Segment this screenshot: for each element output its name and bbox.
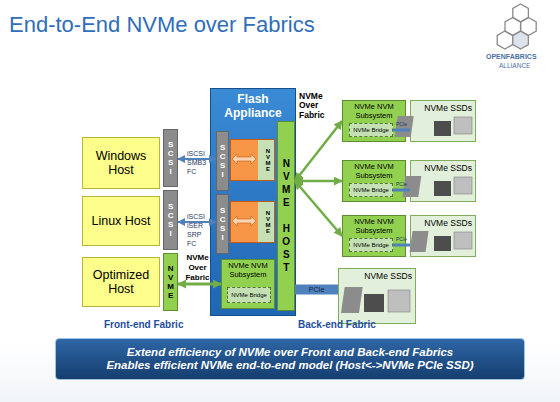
nvme-host-bar: NVME HOST bbox=[277, 121, 295, 311]
node-label: NVMe Bridge bbox=[353, 242, 389, 249]
node-label: NVMe Bridge bbox=[231, 292, 267, 299]
node-label: NVMe SSDs bbox=[364, 272, 412, 282]
nvme-bar: NVME bbox=[163, 253, 178, 311]
vertical-label: NVME HOST bbox=[280, 158, 292, 275]
summary-banner: Extend efficiency of NVMe over Front and… bbox=[55, 338, 525, 380]
nvme-bridge-box: NVMe Bridge bbox=[349, 183, 393, 197]
node-label: NVMe Bridge bbox=[353, 187, 389, 194]
fabric-label: Back-end Fabric bbox=[298, 319, 398, 330]
logo-hexagon bbox=[497, 31, 513, 49]
scsi-bar: SCSI bbox=[163, 129, 178, 187]
node-label: Linux Host bbox=[91, 214, 150, 228]
node-label: NVMe SSDs bbox=[424, 164, 472, 174]
ssd-box: NVMe SSDs bbox=[410, 215, 476, 257]
logo-hexagon bbox=[513, 31, 529, 49]
node-label: NVMe SSDs bbox=[424, 104, 472, 114]
logo-text: OPENFABRICS bbox=[486, 53, 556, 61]
scsi-bar: SCSI bbox=[216, 131, 229, 191]
vertical-label: SCSI bbox=[218, 143, 227, 179]
node-label: Extend efficiency of NVMe over Front and… bbox=[127, 346, 453, 359]
logo-hexagon bbox=[513, 4, 529, 22]
vertical-label: NVME bbox=[264, 148, 271, 172]
fabric-arrow bbox=[295, 181, 342, 236]
nvme-bridge-box: NVMe Bridge bbox=[349, 238, 393, 252]
node-label: Optimized Host bbox=[83, 268, 159, 297]
connector-label: PCIe bbox=[393, 181, 411, 188]
connector-label: iSCSI SMB3 FC bbox=[187, 149, 211, 176]
node-label: NVMe NVM Subsystem bbox=[345, 103, 403, 120]
ssd-box: NVMe SSDs bbox=[410, 160, 476, 202]
vertical-label: SCSI bbox=[218, 206, 227, 242]
nvme-driver-box: NVME bbox=[230, 139, 275, 181]
node-label: Windows Host bbox=[83, 149, 159, 178]
link-line bbox=[295, 285, 338, 295]
fabric-arrow bbox=[295, 121, 342, 181]
connector-label: NVMe Over Fabric bbox=[183, 253, 213, 283]
host-box: Windows Host bbox=[82, 137, 160, 189]
fabric-label: Front-end Fabric bbox=[104, 319, 204, 330]
nvm-subsystem-box: NVMe NVM SubsystemNVMe Bridge bbox=[221, 259, 275, 309]
nvme-bridge-box: NVMe Bridge bbox=[227, 287, 271, 303]
ssd-box: NVMe SSDs bbox=[410, 100, 476, 142]
nvme-bridge-box: NVMe Bridge bbox=[349, 123, 393, 137]
nvme-driver-box: NVME bbox=[230, 201, 275, 243]
fabric-label: NVMe Over Fabric bbox=[299, 92, 333, 120]
connector-label: iSCSI iSER SRP FC bbox=[187, 212, 207, 248]
fabric-arrow bbox=[295, 180, 342, 183]
node-label: NVMe NVM Subsystem bbox=[345, 218, 403, 235]
scsi-bar: SCSI bbox=[163, 190, 178, 250]
scsi-bar: SCSI bbox=[216, 194, 229, 254]
connector-label: PCIe bbox=[304, 285, 330, 294]
logo-text: ALLIANCE bbox=[499, 62, 549, 69]
connector-label: PCIe bbox=[393, 236, 411, 243]
connector-label: PCIe bbox=[393, 121, 411, 128]
alliance-logo bbox=[497, 4, 536, 49]
node-label: NVMe Bridge bbox=[353, 127, 389, 134]
ssd-box: NVMe SSDs bbox=[338, 268, 416, 324]
logo-hexagon bbox=[521, 18, 537, 36]
host-box: Linux Host bbox=[82, 196, 160, 246]
slide-title: End-to-End NVMe over Fabrics bbox=[9, 12, 315, 38]
node-label: NVMe NVM Subsystem bbox=[345, 163, 403, 180]
node-label: NVMe SSDs bbox=[424, 219, 472, 229]
vertical-label: NVME bbox=[166, 264, 175, 300]
vertical-label: SCSI bbox=[166, 140, 175, 176]
vertical-label: NVME bbox=[264, 210, 271, 234]
node-label: NVMe NVM Subsystem bbox=[224, 262, 272, 279]
appliance-box: Flash ApplianceSCSI NVME SCSI NVME NVMe NVM … bbox=[210, 88, 296, 316]
host-box: Optimized Host bbox=[82, 257, 160, 307]
node-label: Flash Appliance bbox=[213, 93, 293, 121]
logo-hexagon bbox=[505, 18, 521, 36]
node-label: Enables efficient NVMe end-to-end model … bbox=[106, 359, 473, 372]
vertical-label: SCSI bbox=[166, 202, 175, 238]
